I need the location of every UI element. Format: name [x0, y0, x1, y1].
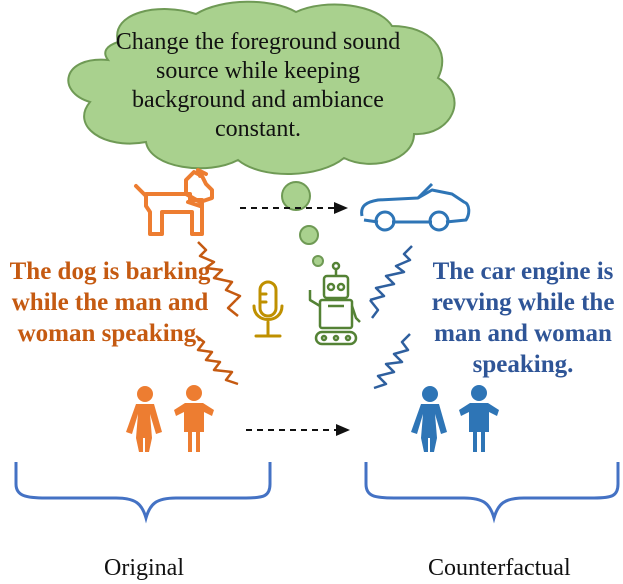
robot-icon [308, 261, 361, 346]
original-caption: The dog is barking while the man and wom… [9, 258, 211, 347]
bracket-counterfactual [364, 462, 620, 524]
soundwave-icon-original [195, 241, 242, 386]
counterfactual-label: Counterfactual [428, 555, 571, 581]
arrow-top [240, 202, 348, 214]
arrow-bottom [246, 424, 350, 436]
microphone-icon [252, 280, 284, 338]
thought-bubble-large [281, 181, 311, 211]
dog-icon [134, 168, 214, 236]
counterfactual-caption: The car engine is revving while the man … [431, 258, 615, 378]
original-label: Original [104, 555, 184, 581]
car-icon [360, 182, 471, 232]
thought-bubble-medium [299, 225, 319, 245]
thought-bubble-small [312, 255, 324, 267]
thought-bubble-text: Change the foreground sound source while… [115, 29, 401, 142]
soundwave-icon-counterfactual [369, 245, 413, 390]
people-icon-counterfactual [411, 385, 499, 452]
thought-cloud [67, 0, 456, 267]
bracket-original [14, 462, 272, 524]
cloud-shape [67, 0, 456, 176]
people-icon-original [126, 385, 214, 452]
